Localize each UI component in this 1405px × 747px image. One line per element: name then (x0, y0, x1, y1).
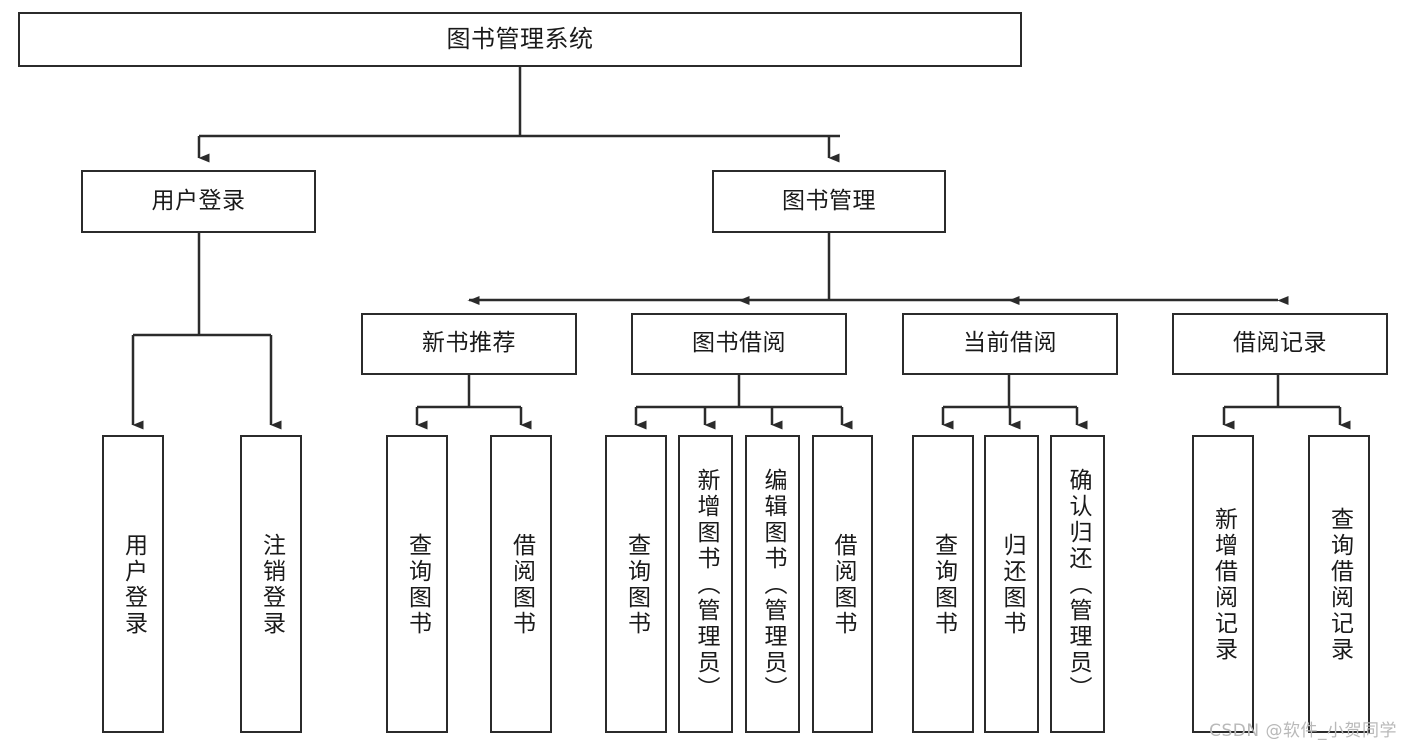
leaf-add-borrow-record-label: 新增借阅记录 (1210, 507, 1237, 663)
node-user-login[interactable]: 用户登录 (81, 170, 316, 233)
leaf-return-book-label: 归还图书 (999, 533, 1025, 637)
leaf-borrow-book-bb[interactable]: 借阅图书 (812, 435, 873, 733)
leaf-edit-book-admin-label: 编辑图书（管理员） (760, 468, 786, 702)
leaf-user-login-label: 用户登录 (120, 533, 147, 637)
node-book-management-label: 图书管理 (782, 187, 876, 214)
node-borrow-record[interactable]: 借阅记录 (1172, 313, 1388, 375)
leaf-add-book-admin[interactable]: 新增图书（管理员） (678, 435, 733, 733)
leaf-confirm-return-admin-label: 确认归还（管理员） (1065, 468, 1091, 702)
leaf-borrow-book-bb-label: 借阅图书 (830, 533, 856, 637)
node-current-borrow-label: 当前借阅 (963, 330, 1057, 357)
leaf-confirm-return-admin[interactable]: 确认归还（管理员） (1050, 435, 1105, 733)
node-borrow-record-label: 借阅记录 (1233, 330, 1327, 357)
leaf-edit-book-admin[interactable]: 编辑图书（管理员） (745, 435, 800, 733)
leaf-add-book-admin-label: 新增图书（管理员） (693, 468, 719, 702)
leaf-query-borrow-record[interactable]: 查询借阅记录 (1308, 435, 1370, 733)
leaf-logout[interactable]: 注销登录 (240, 435, 302, 733)
leaf-borrow-book-nb-label: 借阅图书 (508, 533, 535, 637)
leaf-query-book-nb[interactable]: 查询图书 (386, 435, 448, 733)
leaf-logout-label: 注销登录 (258, 533, 285, 637)
node-new-book-recommend[interactable]: 新书推荐 (361, 313, 577, 375)
node-root-label: 图书管理系统 (446, 25, 594, 54)
node-user-login-label: 用户登录 (151, 187, 246, 214)
leaf-query-book-cb[interactable]: 查询图书 (912, 435, 974, 733)
node-root[interactable]: 图书管理系统 (18, 12, 1022, 67)
node-book-borrow[interactable]: 图书借阅 (631, 313, 847, 375)
leaf-query-borrow-record-label: 查询借阅记录 (1326, 507, 1353, 663)
leaf-query-book-nb-label: 查询图书 (404, 533, 431, 637)
node-current-borrow[interactable]: 当前借阅 (902, 313, 1118, 375)
leaf-add-borrow-record[interactable]: 新增借阅记录 (1192, 435, 1254, 733)
node-new-book-recommend-label: 新书推荐 (422, 330, 516, 357)
leaf-borrow-book-nb[interactable]: 借阅图书 (490, 435, 552, 733)
leaf-query-book-bb[interactable]: 查询图书 (605, 435, 667, 733)
csdn-watermark: CSDN @软件_小贺同学 (1209, 721, 1397, 741)
leaf-query-book-cb-label: 查询图书 (930, 533, 957, 637)
node-book-borrow-label: 图书借阅 (692, 330, 786, 357)
leaf-query-book-bb-label: 查询图书 (623, 533, 650, 637)
leaf-return-book[interactable]: 归还图书 (984, 435, 1039, 733)
node-book-management[interactable]: 图书管理 (712, 170, 946, 233)
leaf-user-login[interactable]: 用户登录 (102, 435, 164, 733)
